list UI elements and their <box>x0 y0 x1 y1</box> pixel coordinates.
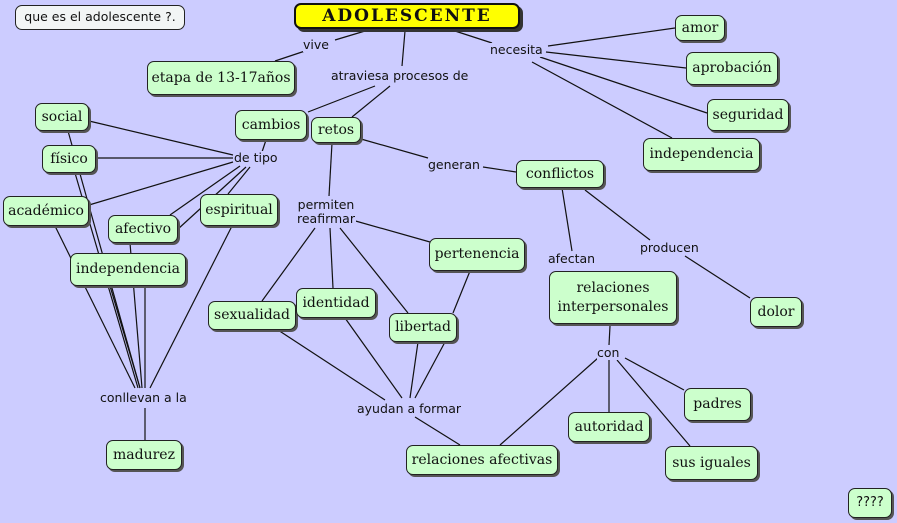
concept-sus-iguales[interactable]: sus iguales <box>665 446 758 480</box>
link-label-generan: generan <box>428 157 480 173</box>
concept-retos[interactable]: retos <box>311 117 361 143</box>
concept-relaciones-interpersonales[interactable]: relaciones interpersonales <box>549 271 677 324</box>
concept-etapa[interactable]: etapa de 13-17años <box>147 61 295 95</box>
link-label-necesita: necesita <box>490 42 543 58</box>
concept-independencia-right[interactable]: independencia <box>643 138 760 171</box>
concept-espiritual[interactable]: espiritual <box>200 194 278 226</box>
concept-aprobacion[interactable]: aprobación <box>686 52 778 85</box>
root-concept-adolescente[interactable]: ADOLESCENTE <box>294 3 520 29</box>
concept-afectivo[interactable]: afectivo <box>108 215 178 243</box>
concept-academico[interactable]: académico <box>3 196 89 226</box>
concept-pertenencia[interactable]: pertenencia <box>429 238 525 271</box>
concept-identidad[interactable]: identidad <box>296 288 376 318</box>
link-label-conllevan: conllevan a la <box>100 390 187 406</box>
concept-independencia-left[interactable]: independencia <box>70 253 186 286</box>
concept-relaciones-afectivas[interactable]: relaciones afectivas <box>406 445 558 475</box>
concept-amor[interactable]: amor <box>675 15 725 41</box>
concept-libertad[interactable]: libertad <box>389 313 457 342</box>
link-label-vive: vive <box>303 37 329 53</box>
concept-madurez[interactable]: madurez <box>106 440 182 470</box>
link-label-ayudan: ayudan a formar <box>357 401 462 417</box>
link-label-permiten: permiten reafirmar <box>296 197 356 227</box>
question-note[interactable]: que es el adolescente ?. <box>15 5 185 30</box>
concept-unknown[interactable]: ???? <box>848 488 892 518</box>
concept-conflictos[interactable]: conflictos <box>516 160 604 188</box>
concept-autoridad[interactable]: autoridad <box>568 412 650 442</box>
concept-fisico[interactable]: físico <box>42 145 96 173</box>
concept-padres[interactable]: padres <box>684 388 751 421</box>
concept-seguridad[interactable]: seguridad <box>707 99 789 131</box>
link-label-atraviesa: atraviesa procesos de <box>331 68 469 84</box>
link-label-de-tipo: de tipo <box>234 150 278 166</box>
concept-sexualidad[interactable]: sexualidad <box>208 301 296 330</box>
link-label-producen: producen <box>640 240 699 256</box>
concept-social[interactable]: social <box>35 103 89 131</box>
concept-cambios[interactable]: cambios <box>235 110 307 140</box>
link-label-afectan: afectan <box>548 251 596 267</box>
concept-dolor[interactable]: dolor <box>750 297 802 327</box>
link-label-con: con <box>597 345 620 361</box>
